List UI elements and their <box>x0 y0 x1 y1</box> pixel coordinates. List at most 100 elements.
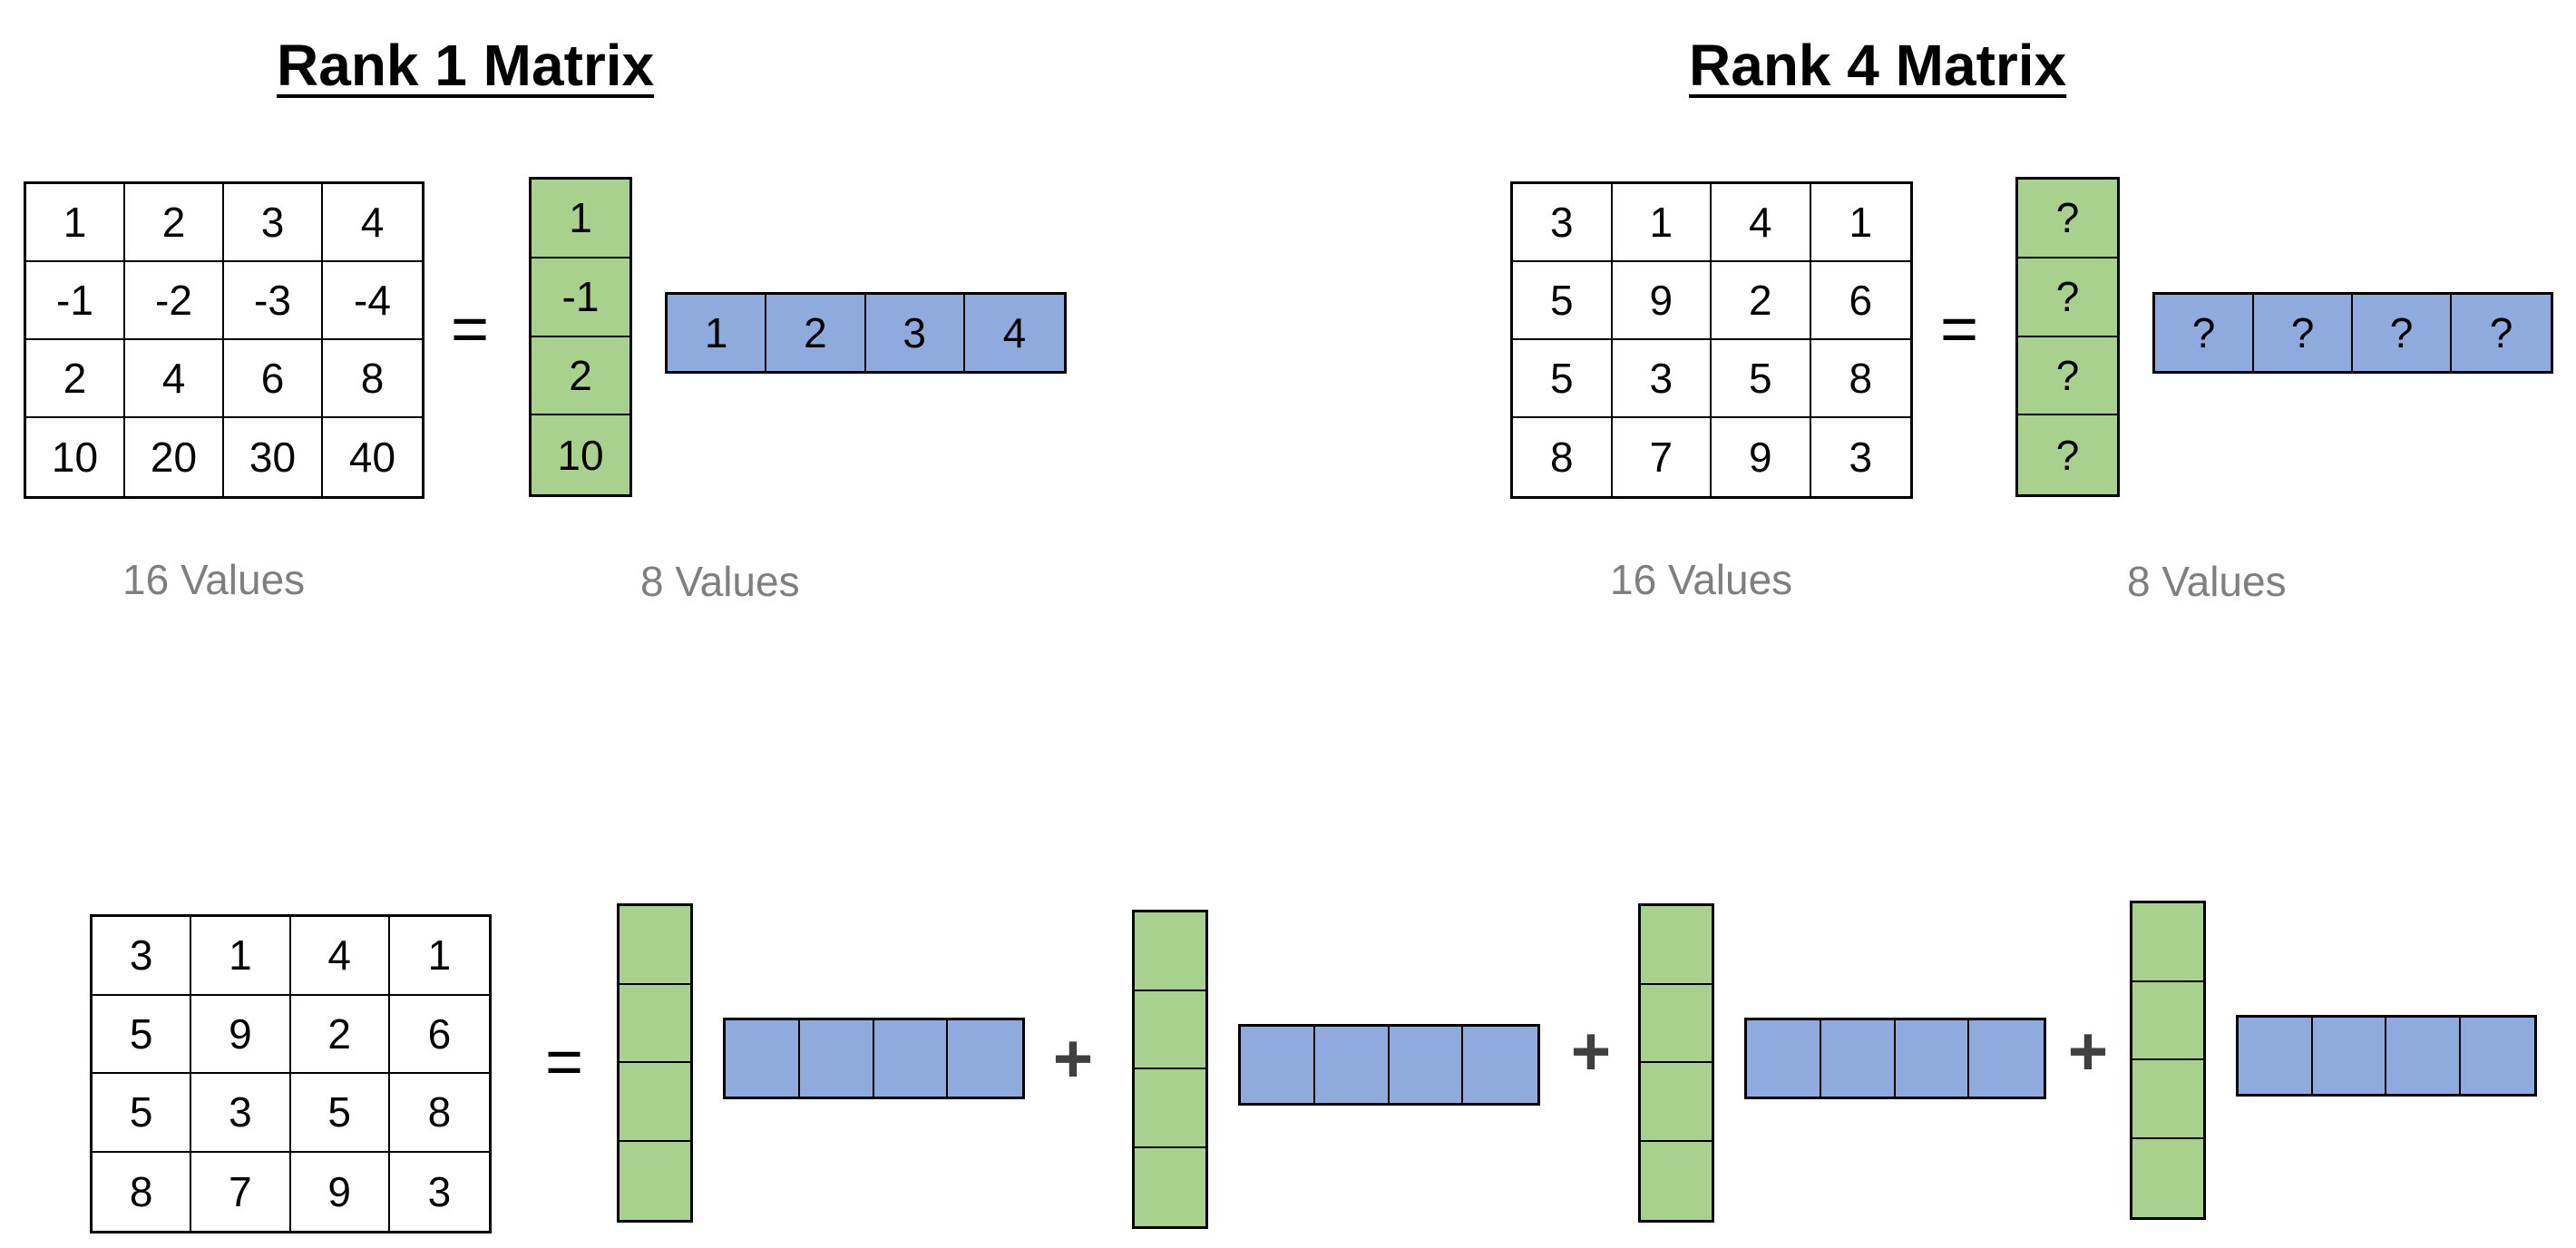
vector-cell <box>1821 1020 1896 1097</box>
matrix-cell: 1 <box>1810 184 1910 262</box>
matrix-cell: 8 <box>323 340 422 418</box>
vector-cell <box>620 1063 690 1142</box>
matrix-cell: 5 <box>1712 340 1811 418</box>
vector-cell <box>620 1142 690 1221</box>
matrix-cell: 9 <box>191 995 291 1074</box>
vector-cell <box>2132 1139 2203 1218</box>
vector-cell <box>620 906 690 985</box>
vector-cell <box>1135 912 1205 991</box>
matrix-cell: 30 <box>224 418 323 496</box>
matrix-cell: 2 <box>26 340 125 418</box>
vector-cell <box>1969 1020 2044 1097</box>
matrix-cell: 3 <box>427 1167 452 1215</box>
matrix-cell: 8 <box>1810 340 1910 418</box>
vector-cell <box>620 985 690 1063</box>
vector-cell <box>874 1020 949 1097</box>
vector-cell <box>1135 1148 1205 1227</box>
rank4-equals-sign: = <box>1939 293 1979 366</box>
vector-cell <box>2313 1018 2386 1094</box>
matrix-cell: 5 <box>93 1074 192 1153</box>
term3-row-vector <box>1744 1018 2046 1099</box>
matrix-cell: -4 <box>323 262 422 340</box>
rank1-title: Rank 1 Matrix <box>277 33 655 98</box>
term2-row-vector <box>1238 1024 1540 1106</box>
matrix-cell: 9 <box>291 1152 390 1231</box>
vector-cell <box>1641 985 1712 1063</box>
rank4-title: Rank 4 Matrix <box>1689 33 2067 98</box>
rank4-column-vector: ???? <box>2015 177 2120 497</box>
vector-cell: ? <box>2018 337 2117 416</box>
vector-cell <box>1241 1027 1315 1103</box>
vector-cell: 1 <box>532 180 629 258</box>
matrix-cell: 10 <box>26 418 125 496</box>
matrix-cell: 4 <box>125 340 224 418</box>
matrix-cell: -1 <box>26 262 125 340</box>
matrix-cell: -2 <box>125 262 224 340</box>
matrix-cell: 4 <box>290 917 390 996</box>
vector-cell <box>1641 906 1712 985</box>
matrix-cell: 40 <box>348 434 396 481</box>
vector-cell <box>2132 982 2203 1060</box>
matrix-cell: 6 <box>1810 262 1910 340</box>
vector-cell: 2 <box>766 295 866 371</box>
matrix-cell: 7 <box>1613 418 1712 496</box>
vector-cell: ? <box>2254 295 2353 371</box>
vector-cell: ? <box>2055 431 2080 479</box>
plus-sign-1: + <box>1052 1020 1094 1097</box>
vector-cell: 4 <box>1002 309 1027 356</box>
vector-cell <box>1390 1027 1464 1103</box>
matrix-cell: 6 <box>389 996 489 1074</box>
rank1-caption-8-values: 8 Values <box>640 558 800 605</box>
matrix-cell: 5 <box>93 995 192 1074</box>
matrix-cell: 2 <box>125 184 224 262</box>
matrix-cell: 7 <box>191 1152 291 1231</box>
vector-cell <box>2386 1018 2461 1094</box>
term4-column-vector <box>2130 901 2206 1220</box>
vector-cell <box>2132 903 2203 982</box>
vector-cell: ? <box>2353 295 2452 371</box>
vector-cell <box>1641 1063 1712 1142</box>
vector-cell <box>2461 1018 2535 1094</box>
term1-row-vector <box>723 1018 1025 1099</box>
matrix-cell: 3 <box>1513 184 1613 262</box>
matrix-cell: 3 <box>93 917 192 996</box>
matrix-cell: 3 <box>1612 340 1712 418</box>
matrix-cell: 3 <box>191 1074 291 1153</box>
matrix-cell: -3 <box>224 262 323 340</box>
vector-cell: 1 <box>668 295 767 371</box>
vector-cell: -1 <box>532 258 629 337</box>
vector-cell <box>2132 1060 2203 1139</box>
matrix-cell: 3 <box>224 184 323 262</box>
matrix-cell: 8 <box>389 1074 489 1153</box>
vector-cell <box>1315 1027 1390 1103</box>
matrix-cell: 8 <box>1513 418 1613 496</box>
rank4-caption-16-values: 16 Values <box>1610 556 1793 603</box>
matrix-cell: 1 <box>389 917 489 996</box>
term2-column-vector <box>1132 910 1208 1229</box>
decomposition-equals-sign: = <box>544 1026 584 1098</box>
vector-cell: 10 <box>557 431 604 479</box>
matrix-cell: 5 <box>1513 340 1613 418</box>
vector-cell: 3 <box>866 295 965 371</box>
matrix-cell: 6 <box>224 340 323 418</box>
plus-sign-2: + <box>1570 1013 1612 1090</box>
matrix-cell: 5 <box>1513 262 1613 340</box>
vector-cell: ? <box>2018 180 2117 258</box>
vector-cell <box>1463 1027 1537 1103</box>
rank1-caption-16-values: 16 Values <box>122 556 306 603</box>
term4-row-vector <box>2236 1015 2537 1097</box>
rank4-row-vector: ???? <box>2152 292 2553 374</box>
matrix-cell: 5 <box>290 1074 390 1153</box>
vector-cell: ? <box>2489 309 2513 356</box>
matrix-cell: 4 <box>323 184 422 262</box>
vector-cell <box>948 1020 1022 1097</box>
rank1-equals-sign: = <box>450 293 490 366</box>
vector-cell <box>1135 1069 1205 1148</box>
rank4-caption-8-values: 8 Values <box>2127 558 2287 605</box>
vector-cell: 2 <box>532 337 629 416</box>
